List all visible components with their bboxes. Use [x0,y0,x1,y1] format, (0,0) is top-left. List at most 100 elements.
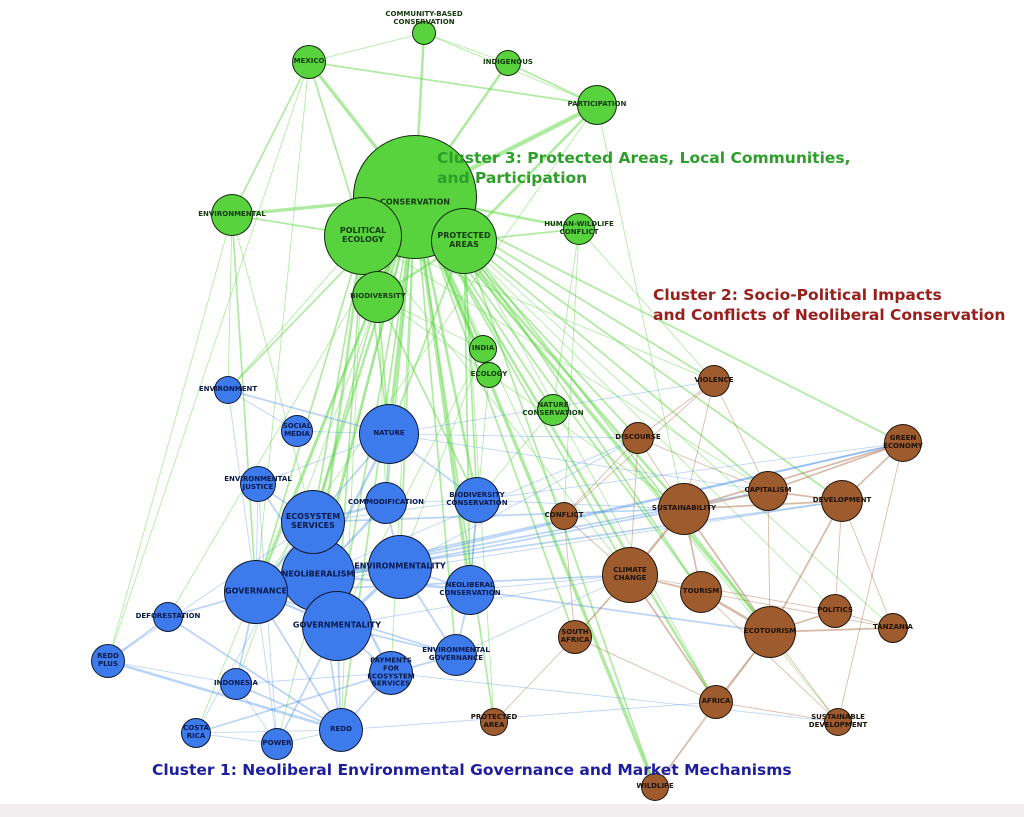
node-label: CAPITALISM [744,486,792,495]
node-mexico[interactable]: MEXICO [292,45,326,79]
node-cbc[interactable]: COMMUNITY-BASED CONSERVATION [385,10,463,45]
node-violence[interactable]: VIOLENCE [695,365,734,397]
edge [563,437,639,517]
edge [423,32,509,64]
node-redd[interactable]: REDD [319,708,363,752]
node-green_economy[interactable]: GREEN ECONOMY [883,424,923,462]
edge [413,195,718,704]
edge [629,574,836,612]
edge [596,104,685,510]
node-label: ENVIRONMENTAL JUSTICE [224,475,292,491]
node-participation[interactable]: PARTICIPATION [568,85,626,125]
node-label: ENVIRONMENTAL [198,210,266,219]
node-label: POWER [262,739,292,748]
node-commodification[interactable]: COMMODIFICATION [348,482,424,524]
node-label: POLITICAL ECOLOGY [339,226,387,244]
node-development[interactable]: DEVELOPMENT [813,480,871,522]
node-label: NEOLIBERAL CONSERVATION [439,581,501,597]
node-biod_conservation[interactable]: BIODIVERSITY CONSERVATION [446,477,508,523]
edge [312,296,379,523]
edge [107,521,314,662]
edge [312,442,904,523]
node-politics[interactable]: POLITICS [817,594,853,628]
node-deforestation[interactable]: DEFORESTATION [136,602,200,632]
node-costa_rica[interactable]: COSTA RICA [181,718,211,748]
node-env_governance[interactable]: ENVIRONMENTAL GOVERNANCE [422,634,490,676]
node-wildlife[interactable]: WILDLIFE [636,773,674,801]
node-indigenous[interactable]: INDIGENOUS [483,50,533,76]
node-nat_conservation[interactable]: NATURE CONSERVATION [522,394,584,426]
node-eco_services[interactable]: ECOSYSTEM SERVICES [281,490,345,554]
node-label: CONSERVATION [380,197,450,207]
node-hwc[interactable]: HUMAN-WILDLIFE CONFLICT [544,213,614,245]
node-discourse[interactable]: DISCOURSE [615,422,661,454]
node-label: SOUTH AFRICA [560,628,590,644]
node-sust_development[interactable]: SUSTAINABLE DEVELOPMENT [809,708,867,736]
node-social_media[interactable]: SOCIAL MEDIA [281,415,313,447]
node-prot_areas[interactable]: PROTECTED AREAS [431,208,497,274]
edge [231,214,257,593]
edge [552,228,580,411]
node-governmentality[interactable]: GOVERNMENTALITY [293,591,381,661]
edge [399,348,484,568]
node-neolib_conservation[interactable]: NEOLIBERAL CONSERVATION [439,565,501,615]
node-label: COMMODIFICATION [348,498,424,507]
edge [414,196,576,638]
node-india[interactable]: INDIA [469,335,497,363]
node-redd_plus[interactable]: REDD PLUS [91,644,125,678]
node-sustainability[interactable]: SUSTAINABILITY [652,483,716,535]
edge [195,672,392,734]
node-climate_change[interactable]: CLIMATE CHANGE [602,547,658,603]
node-label: PROTECTED AREA [470,713,518,729]
node-africa[interactable]: AFRICA [699,685,733,719]
edge [574,636,717,703]
node-label: INDIGENOUS [483,58,533,67]
node-label: POLITICS [817,606,853,615]
node-label: PAYMENTS FOR ECOSYSTEM SERVICES [367,656,415,688]
edge [377,296,685,510]
node-label: DEVELOPMENT [812,496,872,505]
node-label: NATURE [373,429,405,438]
node-label: GOVERNMENTALITY [292,620,382,630]
node-env_justice[interactable]: ENVIRONMENTAL JUSTICE [224,466,292,502]
node-governance[interactable]: GOVERNANCE [224,560,288,624]
node-pes[interactable]: PAYMENTS FOR ECOSYSTEM SERVICES [367,651,415,695]
node-tanzania[interactable]: TANZANIA [873,613,913,643]
node-pol_ecology[interactable]: POLITICAL ECOLOGY [324,197,402,275]
edge [107,660,237,685]
node-biodiversity[interactable]: BIODIVERSITY [350,271,406,323]
node-label: ECOTOURISM [743,627,797,636]
node-label: DEFORESTATION [135,612,201,621]
node-label: CONFLICT [544,511,584,520]
node-nature[interactable]: NATURE [359,404,419,464]
node-ecology[interactable]: ECOLOGY [471,362,507,388]
edge [767,442,904,492]
node-conflict[interactable]: CONFLICT [545,502,583,530]
edge [362,235,715,382]
node-environmental[interactable]: ENVIRONMENTAL [198,194,266,236]
edge [390,672,839,723]
node-label: WILDLIFE [636,782,674,791]
edge [563,228,580,517]
edge [399,437,639,568]
node-label: CLIMATE CHANGE [613,566,647,582]
node-protected_area[interactable]: PROTECTED AREA [471,708,517,736]
node-capitalism[interactable]: CAPITALISM [744,471,792,511]
node-environment[interactable]: ENVIRONMENT [199,376,257,404]
node-environmentality[interactable]: ENVIRONMENTALITY [354,535,446,599]
node-label: GREEN ECONOMY [883,434,923,450]
edge [255,442,904,593]
edge [463,240,717,703]
node-ecotourism[interactable]: ECOTOURISM [744,606,796,658]
node-south_africa[interactable]: SOUTH AFRICA [558,620,592,654]
node-label: COMMUNITY-BASED CONSERVATION [385,10,463,26]
edge [362,235,769,492]
node-indonesia[interactable]: INDONESIA [214,668,258,700]
node-label: SUSTAINABLE DEVELOPMENT [808,713,868,729]
edge [388,433,769,492]
node-power[interactable]: POWER [261,728,293,760]
edge [107,214,233,662]
node-label: AFRICA [701,697,731,706]
node-tourism[interactable]: TOURISM [680,571,722,613]
node-label: HUMAN-WILDLIFE CONFLICT [544,220,614,236]
